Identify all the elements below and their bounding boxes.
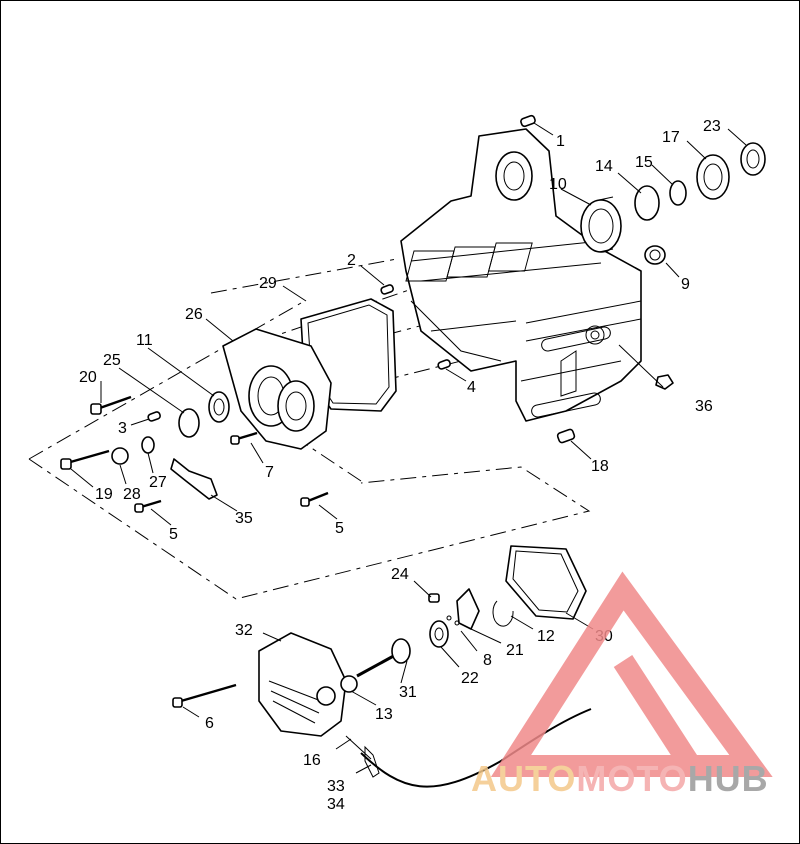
callout-31: 31 [399,684,417,701]
watermark-word-auto: AUTO [471,758,576,799]
lower-cover-assembly [172,588,592,788]
left-side-parts [60,391,329,513]
callout-26: 26 [185,306,203,323]
callout-14: 14 [595,158,613,175]
hardware [147,114,674,444]
watermark-word-moto: MOTO [576,758,687,799]
callout-3: 3 [118,420,127,437]
callout-34: 34 [327,796,345,813]
callout-21: 21 [506,642,524,659]
callout-18: 18 [591,458,609,475]
callout-20: 20 [79,369,97,386]
svg-text:AUTOMOTOHUB: AUTOMOTOHUB [471,758,769,799]
callout-11: 11 [136,332,153,349]
callout-33: 33 [327,778,345,795]
callout-19: 19 [95,486,113,503]
watermark-word-hub: HUB [688,758,769,799]
callout-24: 24 [391,566,409,583]
callout-27: 27 [149,474,167,491]
callout-32: 32 [235,622,253,639]
callout-5-right: 5 [335,520,344,537]
callout-15: 15 [635,154,653,171]
callout-9: 9 [681,276,690,293]
bearings-and-seals [580,142,766,265]
callout-4: 4 [467,379,476,396]
callout-5-left: 5 [169,526,178,543]
callout-28: 28 [123,486,141,503]
callout-17: 17 [662,129,680,146]
side-cover-plate [222,328,332,450]
callout-25: 25 [103,352,121,369]
leader-lines [70,122,747,774]
callout-22: 22 [461,670,479,687]
callout-12: 12 [537,628,555,645]
callout-6: 6 [205,715,214,732]
callout-16: 16 [303,752,321,769]
callout-8: 8 [483,652,492,669]
callout-labels: 1 2 3 4 5 5 6 7 8 9 10 11 12 13 14 15 16… [79,118,721,813]
callout-10: 10 [549,176,567,193]
callout-36: 36 [695,398,713,415]
callout-2: 2 [347,252,356,269]
callout-1: 1 [556,133,565,150]
callout-13: 13 [375,706,393,723]
transmission-case [400,128,642,422]
automotohub-watermark: AUTOMOTOHUB [471,571,773,799]
callout-35: 35 [235,510,253,527]
callout-29: 29 [259,275,277,292]
watermark-triangle-icon [490,571,773,777]
callout-7: 7 [265,464,274,481]
callout-23: 23 [703,118,721,135]
